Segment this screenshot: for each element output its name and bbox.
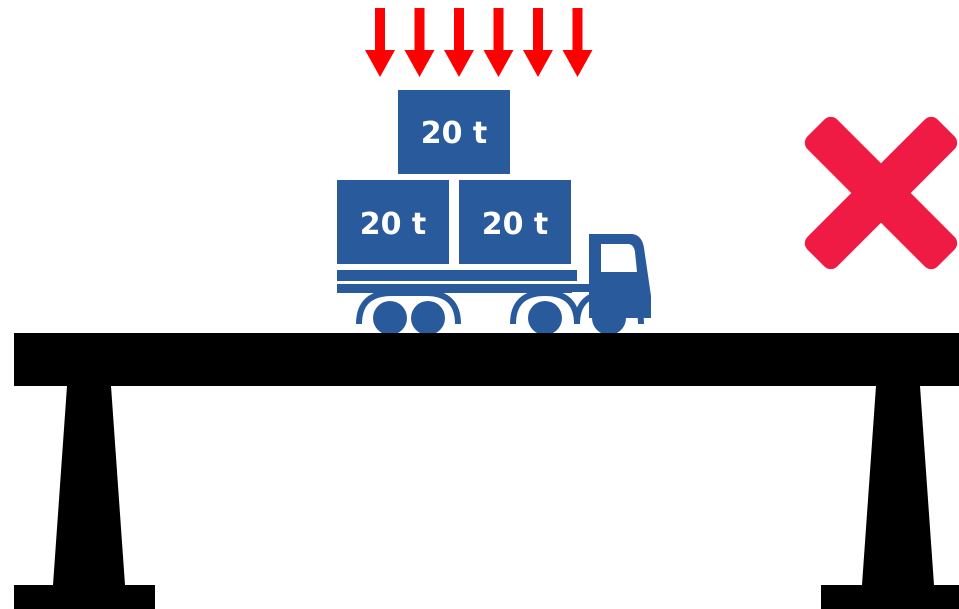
front-fender	[574, 289, 644, 325]
middle-wheel	[528, 301, 562, 335]
bridge-icon	[14, 333, 959, 609]
cargo-box-bottom-left: 20 t	[337, 180, 449, 264]
truck-icon	[337, 234, 651, 335]
middle-fender	[510, 289, 580, 325]
arrow-down-icon	[365, 8, 395, 77]
cargo-box-bottom-right-label: 20 t	[482, 207, 549, 242]
bridge-deck	[14, 333, 959, 386]
front-wheel	[592, 301, 626, 335]
truck-cab-window	[601, 244, 637, 272]
rear-fender	[356, 290, 461, 325]
arrow-down-icon	[523, 8, 553, 77]
bridge-pier-left-base	[14, 585, 155, 609]
cargo-box-top-label: 20 t	[421, 116, 488, 151]
bridge-pier-right-base	[821, 585, 959, 609]
arrow-down-icon	[404, 8, 435, 77]
cargo-box-bottom-left-label: 20 t	[360, 207, 427, 242]
trailer-bed	[337, 270, 577, 281]
load-arrows	[365, 8, 593, 77]
cross-mark-icon	[804, 116, 958, 270]
arrow-down-icon	[444, 8, 474, 77]
rear-wheel-1	[373, 301, 407, 335]
cargo: 20 t 20 t 20 t	[337, 90, 571, 264]
cargo-box-top: 20 t	[398, 90, 510, 174]
arrow-down-icon	[562, 8, 593, 77]
arrow-down-icon	[483, 8, 514, 77]
truck-chassis	[337, 284, 630, 293]
rear-wheel-2	[411, 301, 445, 335]
bridge-pier-right	[862, 386, 934, 585]
bridge-pier-left	[53, 386, 125, 585]
cargo-box-bottom-right: 20 t	[459, 180, 571, 264]
